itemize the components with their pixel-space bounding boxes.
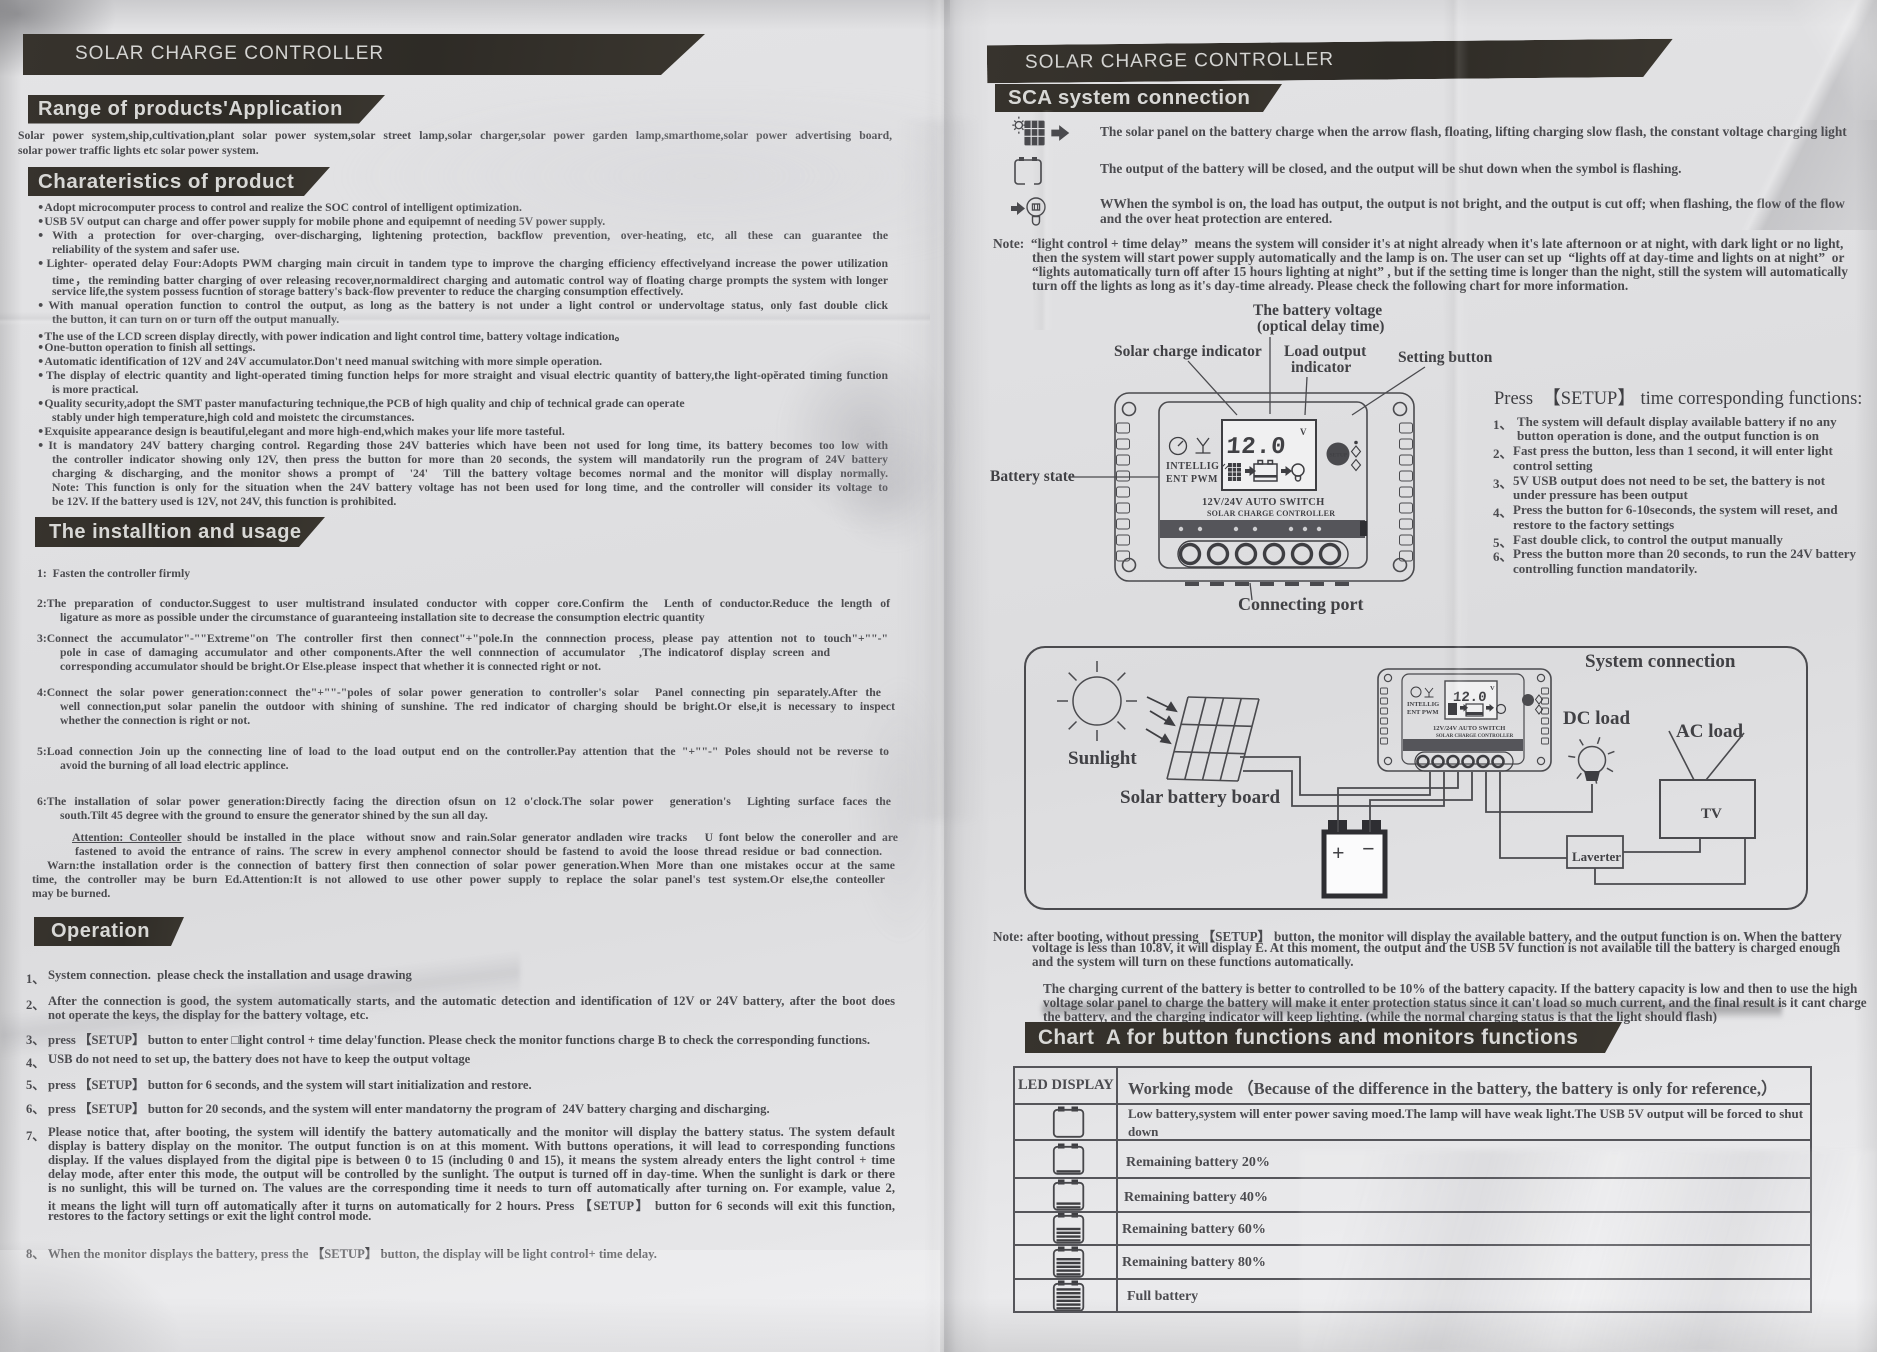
svg-text:12V/24V AUTO SWITCH: 12V/24V AUTO SWITCH	[1433, 725, 1505, 732]
svg-text:Connecting port: Connecting port	[1238, 594, 1364, 614]
svg-text:−: −	[1362, 836, 1375, 861]
svg-text:Laverter: Laverter	[1572, 849, 1621, 864]
svg-text:System connection: System connection	[1585, 651, 1736, 672]
svg-text:Setting button: Setting button	[1398, 349, 1493, 366]
svg-text:V: V	[1490, 685, 1495, 692]
svg-text:Solar battery board: Solar battery board	[1120, 787, 1281, 808]
svg-text:ENT PWM: ENT PWM	[1407, 709, 1438, 716]
svg-text:TV: TV	[1701, 806, 1722, 822]
svg-text:Sunlight: Sunlight	[1068, 748, 1137, 769]
svg-text:INTELLIG: INTELLIG	[1166, 461, 1219, 472]
svg-text:12.0: 12.0	[1452, 690, 1487, 706]
svg-text:DC load: DC load	[1563, 708, 1630, 729]
svg-text:Solar charge indicator: Solar charge indicator	[1114, 343, 1262, 360]
svg-text:SETUP: SETUP	[1330, 453, 1348, 459]
svg-text:(optical delay time): (optical delay time)	[1257, 318, 1384, 335]
svg-text:V: V	[1300, 427, 1307, 437]
svg-text:AC load: AC load	[1676, 721, 1743, 742]
svg-text:Battery state: Battery state	[990, 468, 1075, 485]
svg-text:indicator: indicator	[1291, 359, 1351, 376]
svg-text:INTELLIG: INTELLIG	[1407, 701, 1439, 708]
svg-text:12V/24V AUTO SWITCH: 12V/24V AUTO SWITCH	[1202, 497, 1325, 508]
svg-text:Load output: Load output	[1284, 343, 1367, 360]
svg-text:The battery voltage: The battery voltage	[1253, 302, 1382, 319]
svg-text:12.0: 12.0	[1225, 434, 1286, 461]
svg-text:+: +	[1332, 840, 1345, 865]
svg-text:ENT PWM: ENT PWM	[1166, 474, 1218, 485]
svg-text:SOLAR CHARGE CONTROLLER: SOLAR CHARGE CONTROLLER	[1207, 509, 1335, 518]
svg-text:SOLAR CHARGE CONTROLLER: SOLAR CHARGE CONTROLLER	[1436, 734, 1514, 739]
